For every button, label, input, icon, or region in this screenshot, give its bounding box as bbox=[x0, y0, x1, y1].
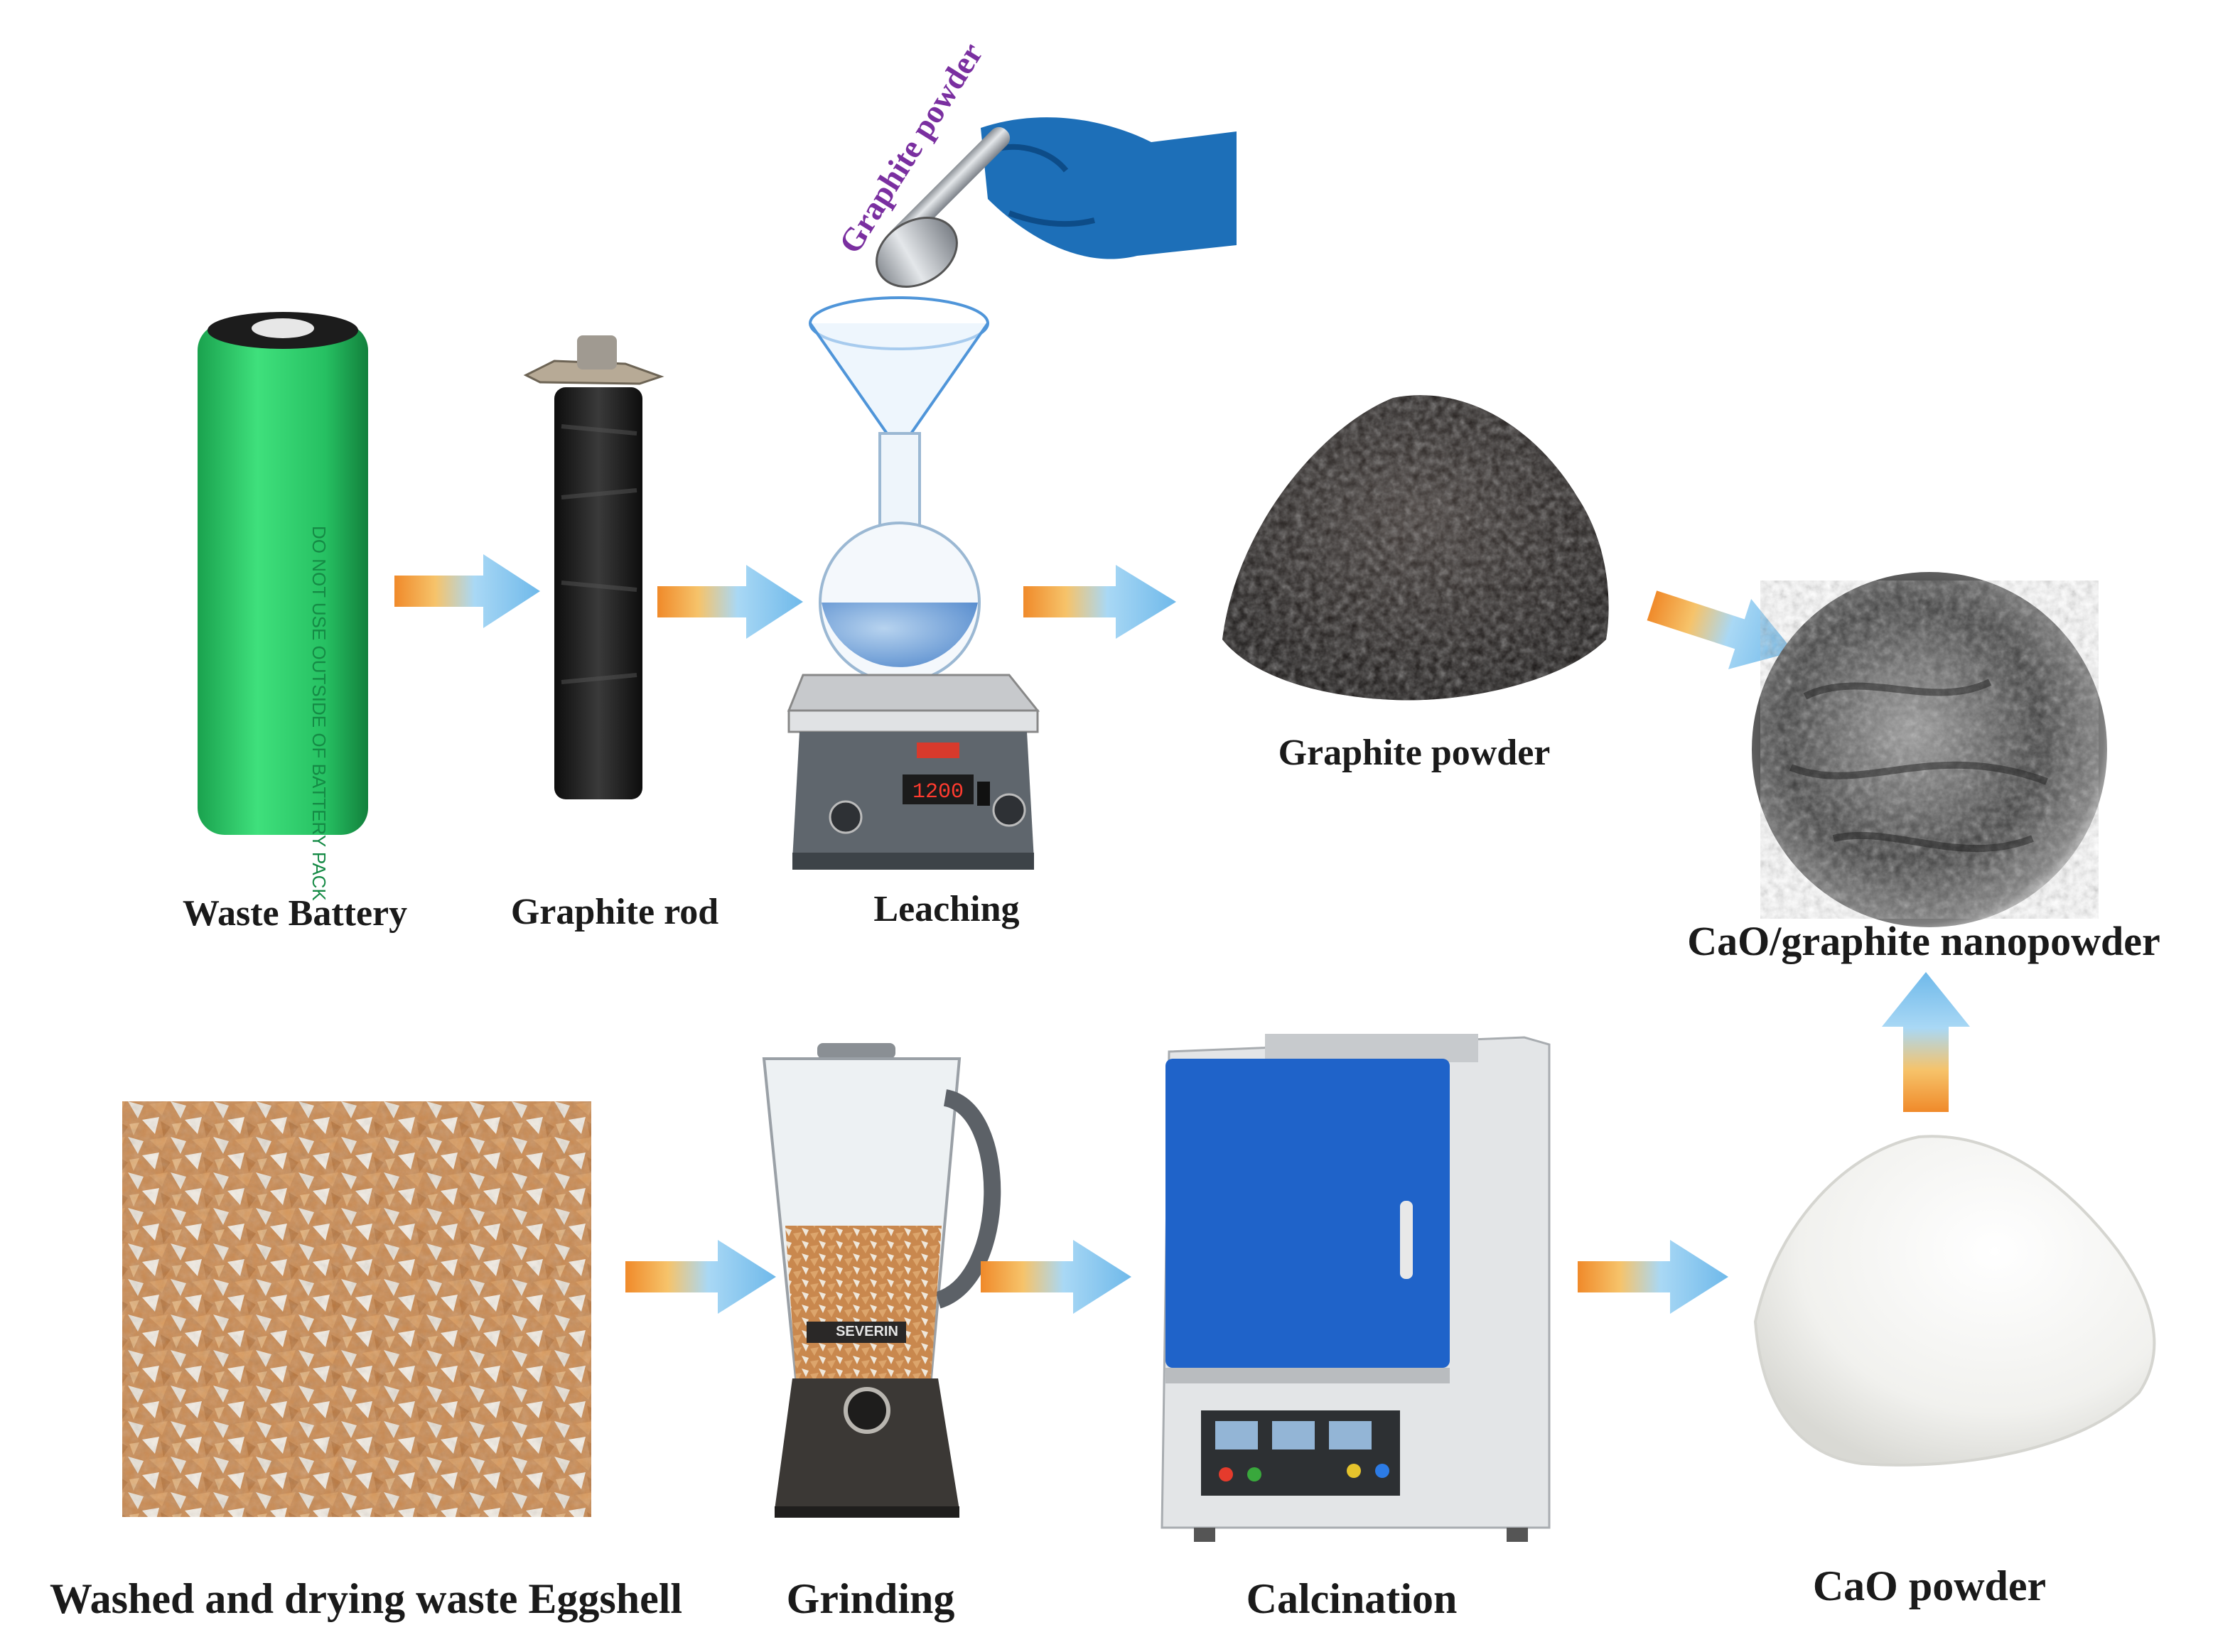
arrow-grinding-to-calcination bbox=[981, 1240, 1131, 1314]
arrow-cao-to-nanopowder bbox=[1882, 972, 1970, 1112]
graphite-powder-pile-image bbox=[1222, 395, 1609, 701]
svg-text:DO NOT USE OUTSIDE OF BATTERY: DO NOT USE OUTSIDE OF BATTERY PACK bbox=[308, 526, 330, 901]
arrow-powder-to-nanopowder bbox=[1647, 590, 1794, 669]
waste-battery-image: DO NOT USE OUTSIDE OF BATTERY PACK bbox=[198, 312, 368, 901]
graphite-rod-label: Graphite rod bbox=[511, 892, 718, 932]
eggshell-label: Washed and drying waste Eggshell bbox=[50, 1575, 682, 1622]
arrow-calcination-to-cao bbox=[1578, 1240, 1728, 1314]
hotplate-display: 1200 bbox=[912, 780, 964, 804]
cao-powder-pile-image bbox=[1753, 1135, 2156, 1467]
leaching-label: Leaching bbox=[873, 889, 1019, 929]
furnace-image bbox=[1161, 1034, 1551, 1542]
cao-graphite-nanopowder-label: CaO/graphite nanopowder bbox=[1687, 918, 2160, 964]
eggshell-image bbox=[122, 1101, 591, 1517]
arrow-leaching-to-powder bbox=[1023, 565, 1176, 639]
calcination-label: Calcination bbox=[1247, 1575, 1458, 1622]
arrow-rod-to-leaching bbox=[657, 565, 803, 639]
arrow-battery-to-rod bbox=[394, 554, 540, 628]
arrow-eggshell-to-grinding bbox=[625, 1240, 776, 1314]
blender-brand-text: SEVERIN bbox=[836, 1324, 898, 1339]
graphite-rod-image bbox=[523, 335, 664, 799]
waste-battery-label: Waste Battery bbox=[183, 893, 407, 934]
cao-powder-label: CaO powder bbox=[1813, 1562, 2046, 1609]
graphite-powder-label: Graphite powder bbox=[1278, 733, 1551, 773]
leaching-apparatus-image: 1200 bbox=[787, 296, 1040, 870]
grinding-label: Grinding bbox=[787, 1575, 955, 1622]
spoon-in-glove-image bbox=[876, 117, 1237, 288]
blender-image: SEVERIN bbox=[762, 1043, 1001, 1518]
cao-graphite-nanopowder-image bbox=[1752, 572, 2107, 927]
